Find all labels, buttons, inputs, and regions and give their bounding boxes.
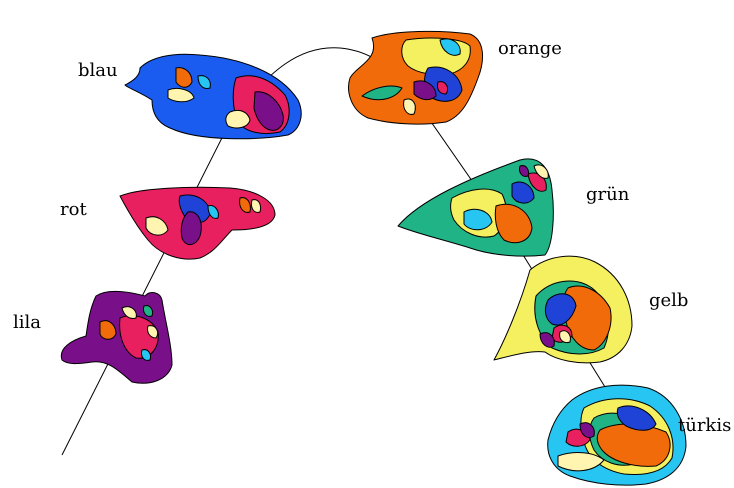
blob-lila: [61, 291, 172, 383]
label-gruen: grün: [586, 186, 629, 204]
blob-rot: [120, 187, 275, 259]
blob-blau: [125, 54, 301, 139]
label-blau: blau: [78, 62, 118, 80]
label-tuerkis: türkis: [678, 417, 731, 435]
blob-tuerkis: [548, 385, 686, 485]
label-orange: orange: [498, 40, 562, 58]
blob-gruen: [398, 159, 553, 256]
label-gelb: gelb: [649, 292, 688, 310]
label-rot: rot: [60, 201, 87, 219]
blob-orange: [349, 31, 483, 124]
label-lila: lila: [13, 314, 41, 332]
blob-rot-purple: [181, 212, 201, 245]
blob-blau-cream: [226, 110, 250, 128]
blob-gelb: [494, 256, 632, 363]
